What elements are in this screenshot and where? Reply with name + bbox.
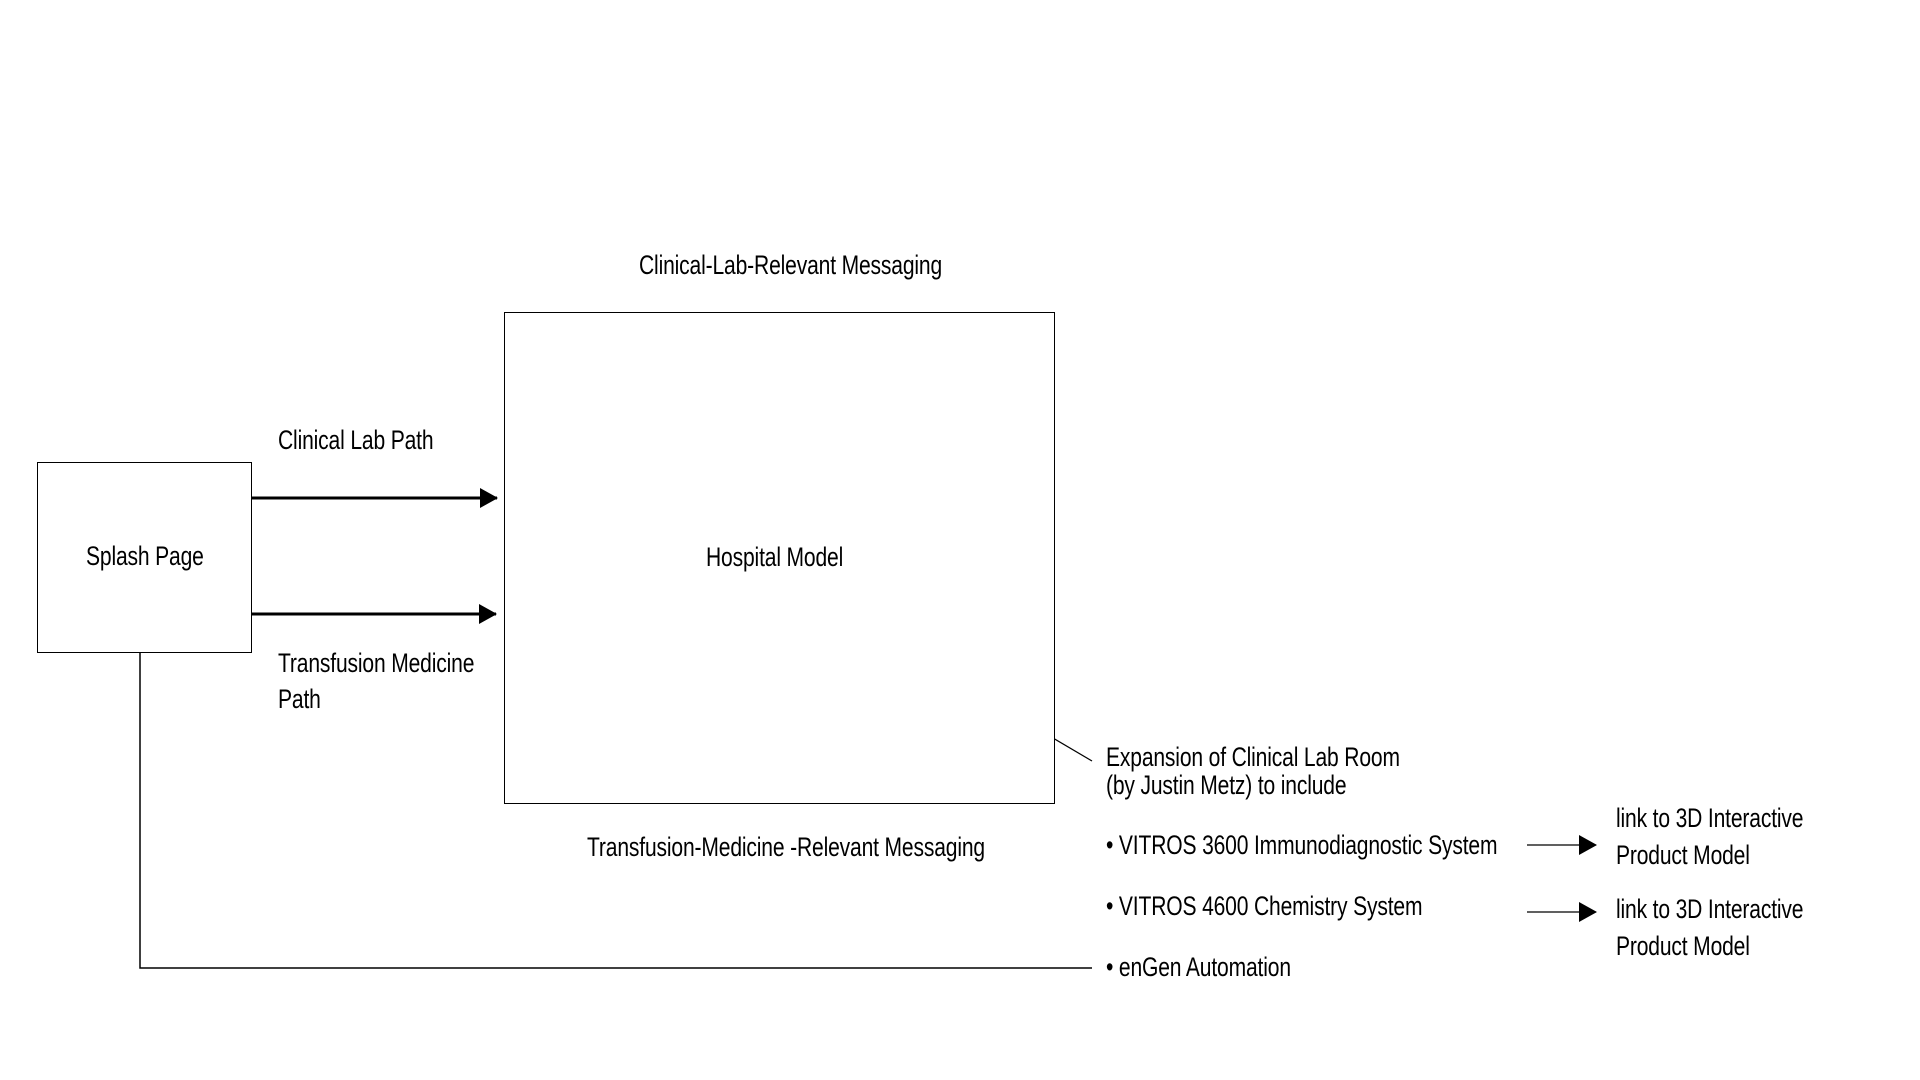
expansion-item-engen: • enGen Automation: [1106, 952, 1291, 982]
splash-to-engen-connector: [139, 653, 1092, 969]
splash-page-label: Splash Page: [86, 541, 204, 571]
splash-page-node[interactable]: [37, 462, 252, 653]
vitros-3600-link-line1[interactable]: link to 3D Interactive: [1616, 803, 1804, 833]
hospital-model-node[interactable]: [504, 312, 1055, 804]
transfusion-path-label-line2: Path: [278, 684, 321, 714]
vitros-4600-link-line2[interactable]: Product Model: [1616, 931, 1750, 961]
expansion-item-vitros-4600: • VITROS 4600 Chemistry System: [1106, 891, 1423, 921]
expansion-note-line2: (by Justin Metz) to include: [1106, 770, 1347, 800]
vitros-4600-link-line1[interactable]: link to 3D Interactive: [1616, 894, 1804, 924]
expansion-note-line1: Expansion of Clinical Lab Room: [1106, 742, 1400, 772]
expansion-item-vitros-3600: • VITROS 3600 Immunodiagnostic System: [1106, 830, 1498, 860]
transfusion-messaging-label: Transfusion-Medicine -Relevant Messaging: [587, 832, 985, 862]
transfusion-path-label-line1: Transfusion Medicine: [278, 648, 475, 678]
vitros-3600-link-line2[interactable]: Product Model: [1616, 840, 1750, 870]
clinical-lab-path-label: Clinical Lab Path: [278, 425, 434, 455]
clinical-lab-messaging-label: Clinical-Lab-Relevant Messaging: [639, 250, 943, 280]
hospital-model-label: Hospital Model: [706, 542, 844, 572]
